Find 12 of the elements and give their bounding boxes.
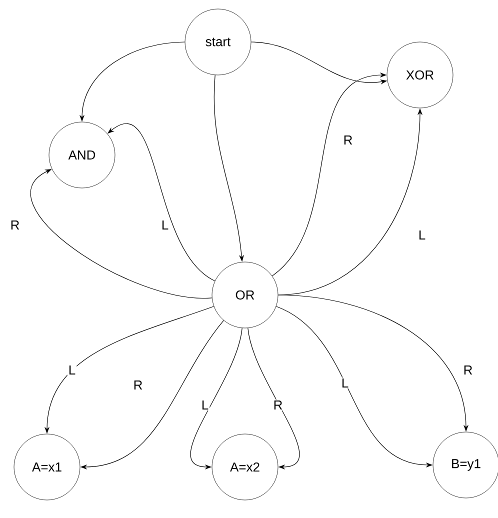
edge-label: R [462,364,474,376]
edge-label: R [9,220,21,230]
edge-label: R [132,380,144,390]
edge-label: L [200,400,210,410]
edge-label: L [417,230,427,240]
arrow [248,328,300,470]
edge-label: L [67,364,77,376]
edge-label: L [160,220,170,230]
edge-label: R [272,400,284,410]
edge-label: L [340,378,350,388]
edge-label: R [342,134,354,146]
arrow [30,169,212,298]
